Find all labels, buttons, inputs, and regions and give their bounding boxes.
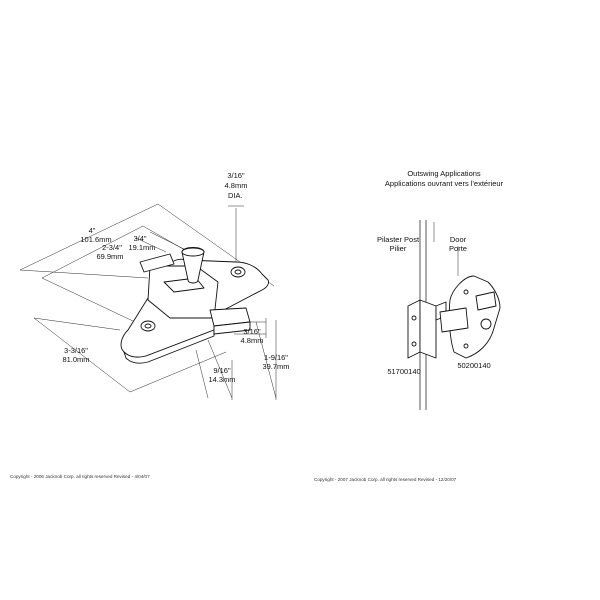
pilaster-label-en: Pilaster Post <box>377 235 420 244</box>
height-mm: 81.0mm <box>62 355 89 364</box>
copyright-right: Copyright - 2007 Jacknob Corp. all right… <box>314 477 457 482</box>
latch-on-door <box>439 275 501 359</box>
latch-part-number: 50200140 <box>457 361 490 370</box>
latch-body <box>120 253 269 364</box>
hole-spacing-mm: 69.9mm <box>96 252 123 261</box>
knob-size-mm: 19.1mm <box>128 243 155 252</box>
screw-holes <box>140 266 246 332</box>
overall-width-in: 4" <box>89 226 96 235</box>
copyright-left: Copyright - 2006 Jacknob Corp. all right… <box>10 474 150 479</box>
outswing-title-en: Outswing Applications <box>407 169 481 178</box>
bolt-length-in: 1-9/16" <box>264 353 288 362</box>
dia-value: 3/16" <box>227 171 245 180</box>
door-label-fr: Porte <box>449 244 467 253</box>
keeper-bracket <box>407 299 447 359</box>
latch-isometric-view: 3/16" 4.8mm DIA. 4" 101.6mm 2-3/4" 69.9m… <box>10 171 290 479</box>
overall-width-mm: 101.6mm <box>80 235 111 244</box>
door-label-en: Door <box>450 235 467 244</box>
hole-spacing-in: 2-3/4" <box>102 243 122 252</box>
door-edge <box>433 222 459 276</box>
bolt-thickness-mm: 4.8mm <box>241 336 264 345</box>
dimension-labels: 3/16" 4.8mm DIA. 4" 101.6mm 2-3/4" 69.9m… <box>62 171 289 384</box>
bolt-thickness-in: 3/16" <box>243 327 261 336</box>
outswing-title-fr: Applications ouvrant vers l'extérieur <box>385 179 504 188</box>
height-in: 3-3/16" <box>64 346 88 355</box>
outswing-application-view: Outswing Applications Applications ouvra… <box>314 169 504 482</box>
keeper-part-number: 51700140 <box>387 367 420 376</box>
dia-label: DIA. <box>228 191 243 200</box>
pilaster-label-fr: Pilier <box>390 244 407 253</box>
bolt-length-mm: 39.7mm <box>262 362 289 371</box>
dia-mm: 4.8mm <box>225 181 248 190</box>
bolt-width-in: 9/16" <box>213 366 231 375</box>
knob-size-in: 3/4" <box>133 234 146 243</box>
thumb-knob <box>181 247 205 284</box>
bolt-width-mm: 14.3mm <box>208 375 235 384</box>
